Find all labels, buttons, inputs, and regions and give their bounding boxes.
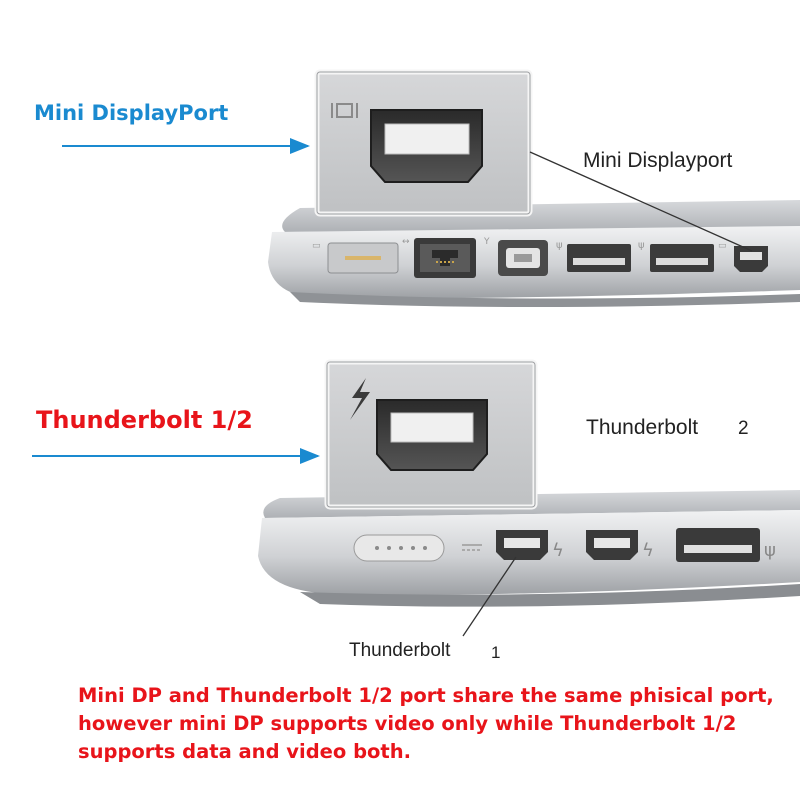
mini-displayport-section: ▭ ↔ Y ψ ψ ▭ Mini Displayport Mini Displa… <box>34 69 800 307</box>
laptop-top: ▭ ↔ Y ψ ψ ▭ <box>268 200 800 307</box>
svg-text:Y: Y <box>483 237 490 247</box>
svg-text:▭: ▭ <box>718 241 727 251</box>
usb-icon: ψ <box>764 540 776 561</box>
thunderbolt-2-callout: Thunderbolt <box>586 416 698 439</box>
thunderbolt-section: ϟ ϟ ψ Thunderbolt 2 Thunderbol <box>32 359 800 662</box>
note-line: however mini DP supports video only whil… <box>78 712 737 735</box>
explanation-note: Mini DP and Thunderbolt 1/2 port share t… <box>78 682 778 766</box>
thunderbolt-1-number: 1 <box>491 643 500 662</box>
thunderbolt-2-number: 2 <box>738 418 749 439</box>
thunderbolt-port-1 <box>496 530 548 560</box>
svg-text:▭: ▭ <box>312 241 321 251</box>
thunderbolt-label: Thunderbolt 1/2 <box>36 406 253 434</box>
mini-displayport-callout-line <box>529 151 753 252</box>
thunderbolt-1-callout: Thunderbolt <box>349 640 451 661</box>
firewire-port <box>498 240 548 276</box>
usb-port <box>676 528 760 562</box>
lightning-bolt-icon: ϟ <box>642 540 654 561</box>
thunderbolt-port-2 <box>586 530 638 560</box>
thunderbolt-inset <box>324 359 538 510</box>
magsafe-port <box>353 534 445 562</box>
mini-displayport-symbol-icon <box>331 103 358 118</box>
thunderbolt-1-callout-line <box>462 556 517 637</box>
note-line: Mini DP and Thunderbolt 1/2 port share t… <box>78 684 774 707</box>
lightning-bolt-icon: ϟ <box>552 540 564 561</box>
mini-displayport-inset <box>314 69 533 217</box>
usb-port-1 <box>567 244 631 272</box>
svg-text:ψ: ψ <box>556 240 563 251</box>
mini-displayport-callout: Mini Displayport <box>583 149 733 172</box>
svg-text:↔: ↔ <box>402 237 410 247</box>
mini-displayport-label: Mini DisplayPort <box>34 101 228 125</box>
mini-displayport-port <box>734 246 768 272</box>
laptop-bottom: ϟ ϟ ψ <box>258 490 800 607</box>
usb-port-2 <box>650 244 714 272</box>
svg-text:ψ: ψ <box>638 240 645 251</box>
ethernet-port <box>414 238 476 278</box>
note-line: supports data and video both. <box>78 740 412 763</box>
